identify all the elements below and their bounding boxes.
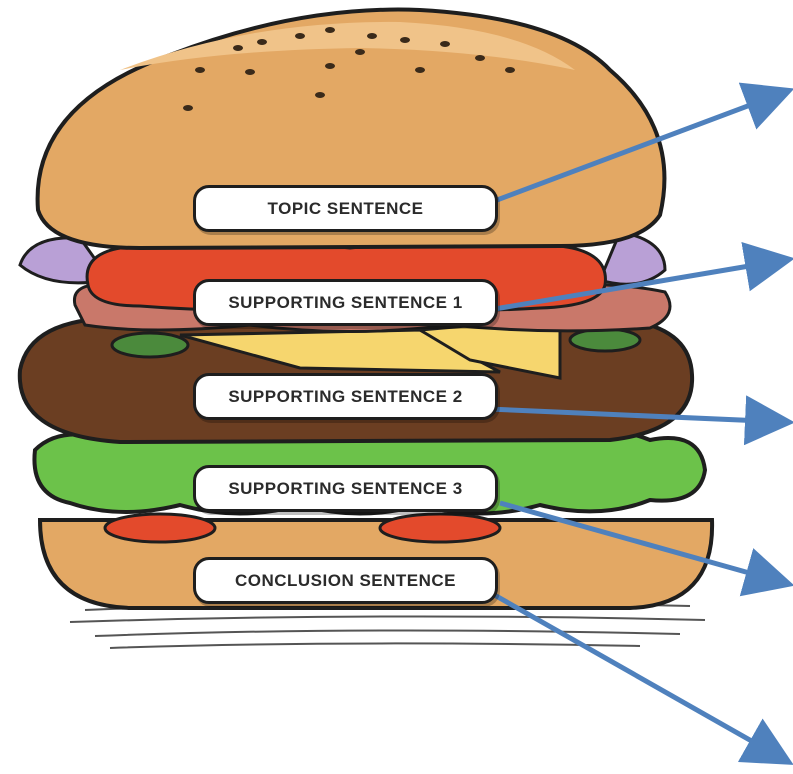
arrow-conclusion bbox=[466, 577, 793, 765]
arrow-supporting-3 bbox=[499, 500, 793, 597]
bottom-tomato bbox=[103, 512, 502, 544]
pickles bbox=[110, 327, 642, 359]
arrow-topic bbox=[464, 82, 793, 215]
supporting-sentence-2-label: SUPPORTING SENTENCE 2 bbox=[193, 373, 498, 420]
conclusion-sentence-label: CONCLUSION SENTENCE bbox=[193, 557, 498, 604]
topic-sentence-label: TOPIC SENTENCE bbox=[193, 185, 498, 232]
arrow-supporting-1 bbox=[464, 242, 793, 317]
arrow-supporting-2 bbox=[464, 395, 793, 446]
sesame-seeds bbox=[183, 27, 515, 111]
supporting-sentence-1-label: SUPPORTING SENTENCE 1 bbox=[193, 279, 498, 326]
top-bun-highlight bbox=[120, 21, 575, 70]
supporting-sentence-3-label: SUPPORTING SENTENCE 3 bbox=[193, 465, 498, 512]
arrows bbox=[464, 82, 793, 765]
